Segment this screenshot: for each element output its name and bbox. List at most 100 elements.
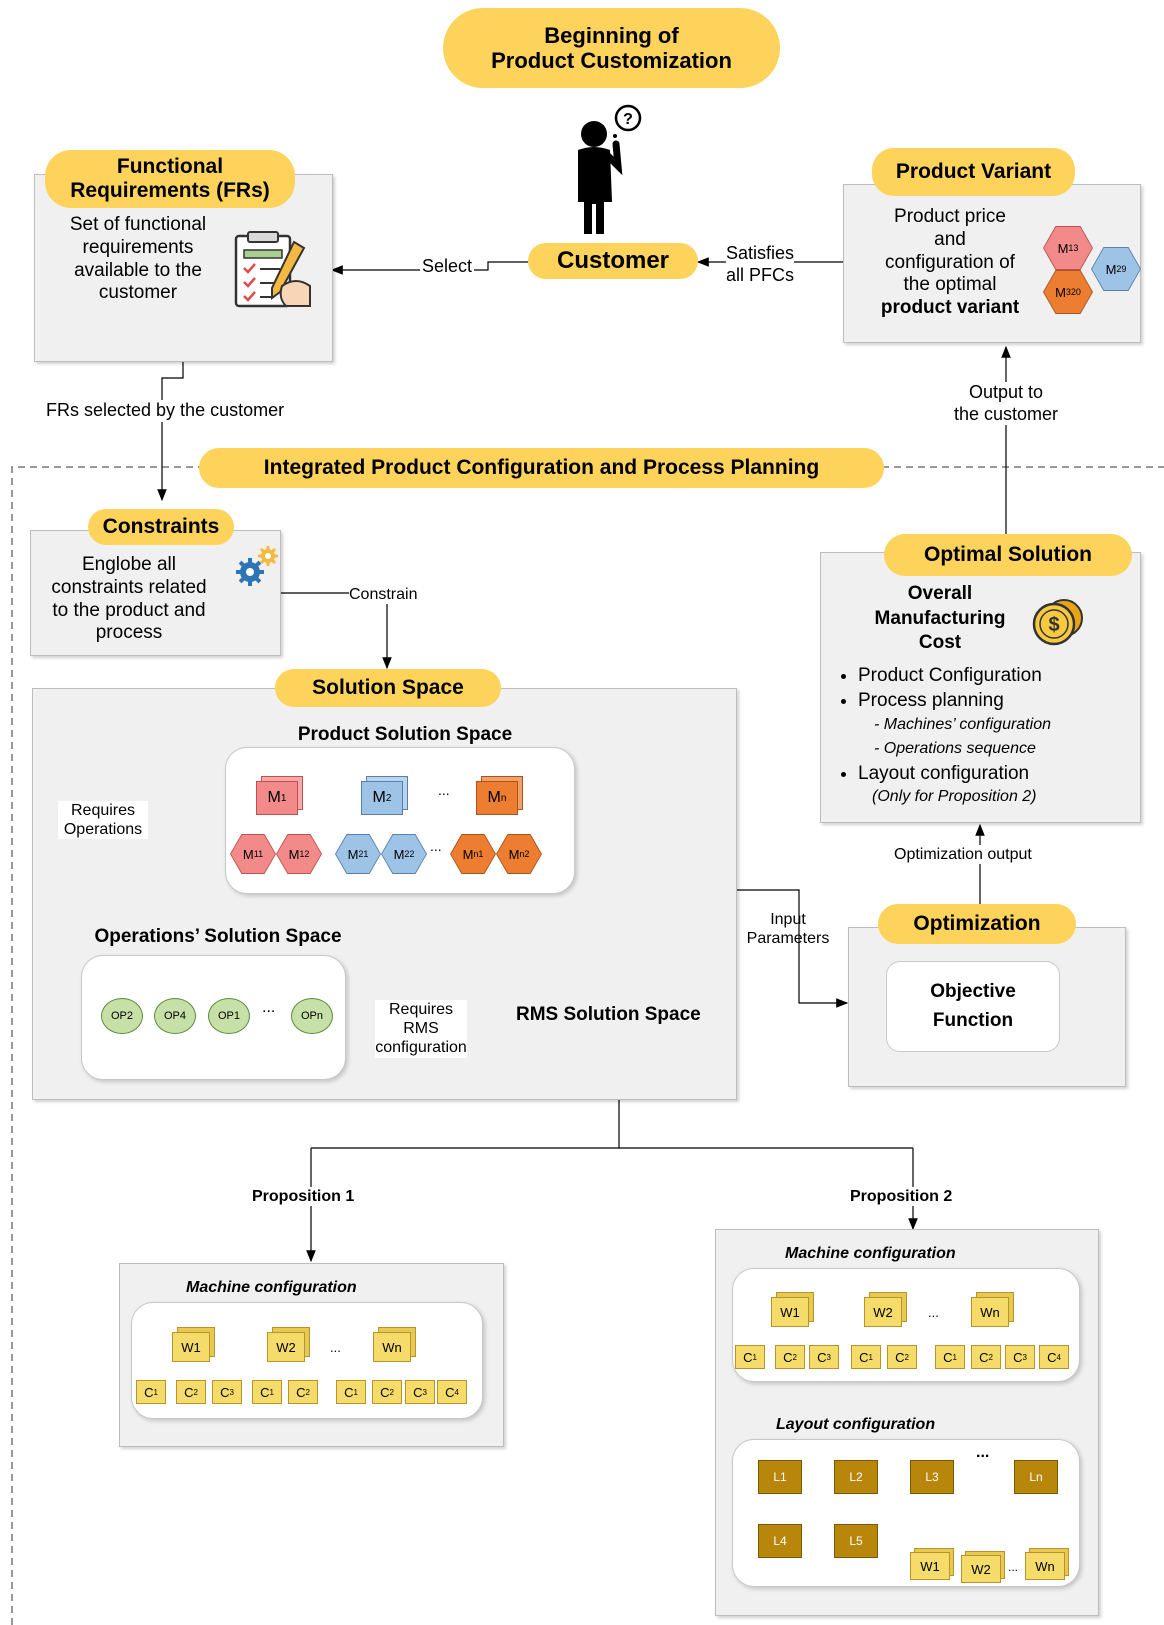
customer-label: Customer [556, 247, 670, 275]
select-label: Select [420, 256, 475, 278]
opt-item-process-planning: Process planning [858, 688, 1126, 713]
pv-body-line: the optimal [903, 274, 997, 296]
constraints-body: Englobe all constraints related to the p… [36, 554, 222, 645]
p1-machine-title: Machine configuration [186, 1279, 357, 1296]
svg-text:$: $ [1048, 614, 1059, 636]
optimization-output-label: Optimization output [894, 845, 1032, 865]
fr-body-line: Set of functional [69, 214, 207, 235]
layout-l2: L2 [834, 1460, 878, 1494]
pv-body-line: and [934, 228, 966, 250]
product-variant-title: Product Variant [895, 159, 1052, 183]
requires-rms-label: Requires RMS configuration [375, 1000, 467, 1058]
opt-item-layout: Layout configuration [858, 761, 1126, 786]
input-parameters-label: Input Parameters [740, 910, 836, 948]
requires-operations-label: Requires Operations [58, 801, 148, 840]
p2-machine-title: Machine configuration [785, 1245, 956, 1262]
optimal-solution-pill: Optimal Solution [884, 534, 1132, 576]
cost-title-line: Overall [907, 583, 973, 604]
operations-solution-space-title: Operations’ Solution Space [94, 926, 342, 947]
p2-layout-title: Layout configuration [776, 1416, 936, 1433]
opt-subitem-operations: - Operations sequence [874, 740, 1036, 758]
solution-space-pill: Solution Space [275, 669, 501, 707]
frs-selected-label: FRs selected by the customer [46, 400, 285, 422]
constrain-label: Constrain [349, 585, 418, 605]
fr-body-line: available to the [74, 259, 202, 281]
opt-subitem-machines: - Machines’ configuration [874, 716, 1051, 734]
optimal-solution-box [820, 552, 1141, 823]
optimization-title: Optimization [913, 911, 1041, 935]
p1-ellipsis: ... [330, 1340, 341, 1355]
requires-rms-line: Requires [388, 1001, 454, 1018]
thinking-person-icon: ? [578, 104, 642, 234]
proposition2-label: Proposition 2 [850, 1187, 953, 1207]
requires-rms-line: configuration [375, 1039, 467, 1057]
objective-function-box: Objective Function [886, 961, 1060, 1052]
constraints-box [30, 530, 281, 656]
opt-note: (Only for Proposition 2) [872, 788, 1037, 806]
constraints-body-line: to the product and [52, 599, 206, 621]
op-node-op2: OP2 [101, 998, 143, 1034]
opt-item-product-config: Product Configuration [858, 663, 1126, 688]
constraints-body-line: process [95, 622, 163, 644]
ops-ellipsis: ... [262, 999, 276, 1016]
question-mark: ? [623, 111, 633, 128]
integrated-title: Integrated Product Configuration and Pro… [263, 455, 820, 479]
satisfies-label: Satisfies all PFCs [726, 243, 795, 287]
objective-line1: Objective [930, 981, 1016, 1002]
product-solution-space-title: Product Solution Space [297, 724, 513, 745]
modules-ellipsis: ... [438, 782, 450, 798]
pv-body-line: configuration of [885, 251, 1015, 273]
p2-ellipsis: ... [928, 1305, 939, 1320]
layout-l4: L4 [758, 1524, 802, 1558]
input-params-line: Input [770, 911, 806, 928]
integrated-title-pill: Integrated Product Configuration and Pro… [199, 448, 884, 488]
optimal-solution-title: Optimal Solution [924, 542, 1092, 566]
proposition1-label: Proposition 1 [252, 1187, 355, 1207]
pv-body-line: Product price [894, 206, 1006, 227]
input-params-line: Parameters [746, 930, 830, 948]
output-line1: Output to [968, 382, 1044, 402]
op-node-opn: OPn [291, 998, 333, 1034]
beginning-pill: Beginning of Product Customization [443, 8, 780, 88]
coins-icon: $ [1032, 599, 1083, 646]
gears-icon [236, 546, 278, 586]
layout-l1: L1 [758, 1460, 802, 1494]
layout-l3: L3 [910, 1460, 954, 1494]
constraints-pill: Constraints [88, 509, 234, 545]
cost-title: Overall Manufacturing Cost [856, 582, 1024, 656]
checklist-icon [234, 231, 311, 308]
pv-body-bold: product variant [880, 297, 1020, 319]
layout-ellipsis: ... [976, 1444, 990, 1461]
satisfies-line2: all PFCs [726, 264, 795, 285]
fr-title-line1: Functional [116, 154, 224, 178]
cost-title-line: Cost [918, 632, 962, 654]
requires-rms-line: RMS [403, 1020, 439, 1038]
constraints-body-line: constraints related [51, 576, 207, 598]
requires-ops-line: Operations [63, 821, 143, 839]
objective-line2: Function [932, 1009, 1014, 1031]
rms-solution-space-title: RMS Solution Space [516, 1004, 701, 1025]
hex-ellipsis: ... [430, 838, 442, 854]
layout-w-ellipsis: ... [1008, 1560, 1019, 1574]
cost-title-line: Manufacturing [874, 607, 1006, 629]
layout-l5: L5 [834, 1524, 878, 1558]
beginning-line1: Beginning of [544, 22, 679, 48]
op-node-op4: OP4 [154, 998, 196, 1034]
requires-ops-line: Requires [70, 802, 136, 819]
